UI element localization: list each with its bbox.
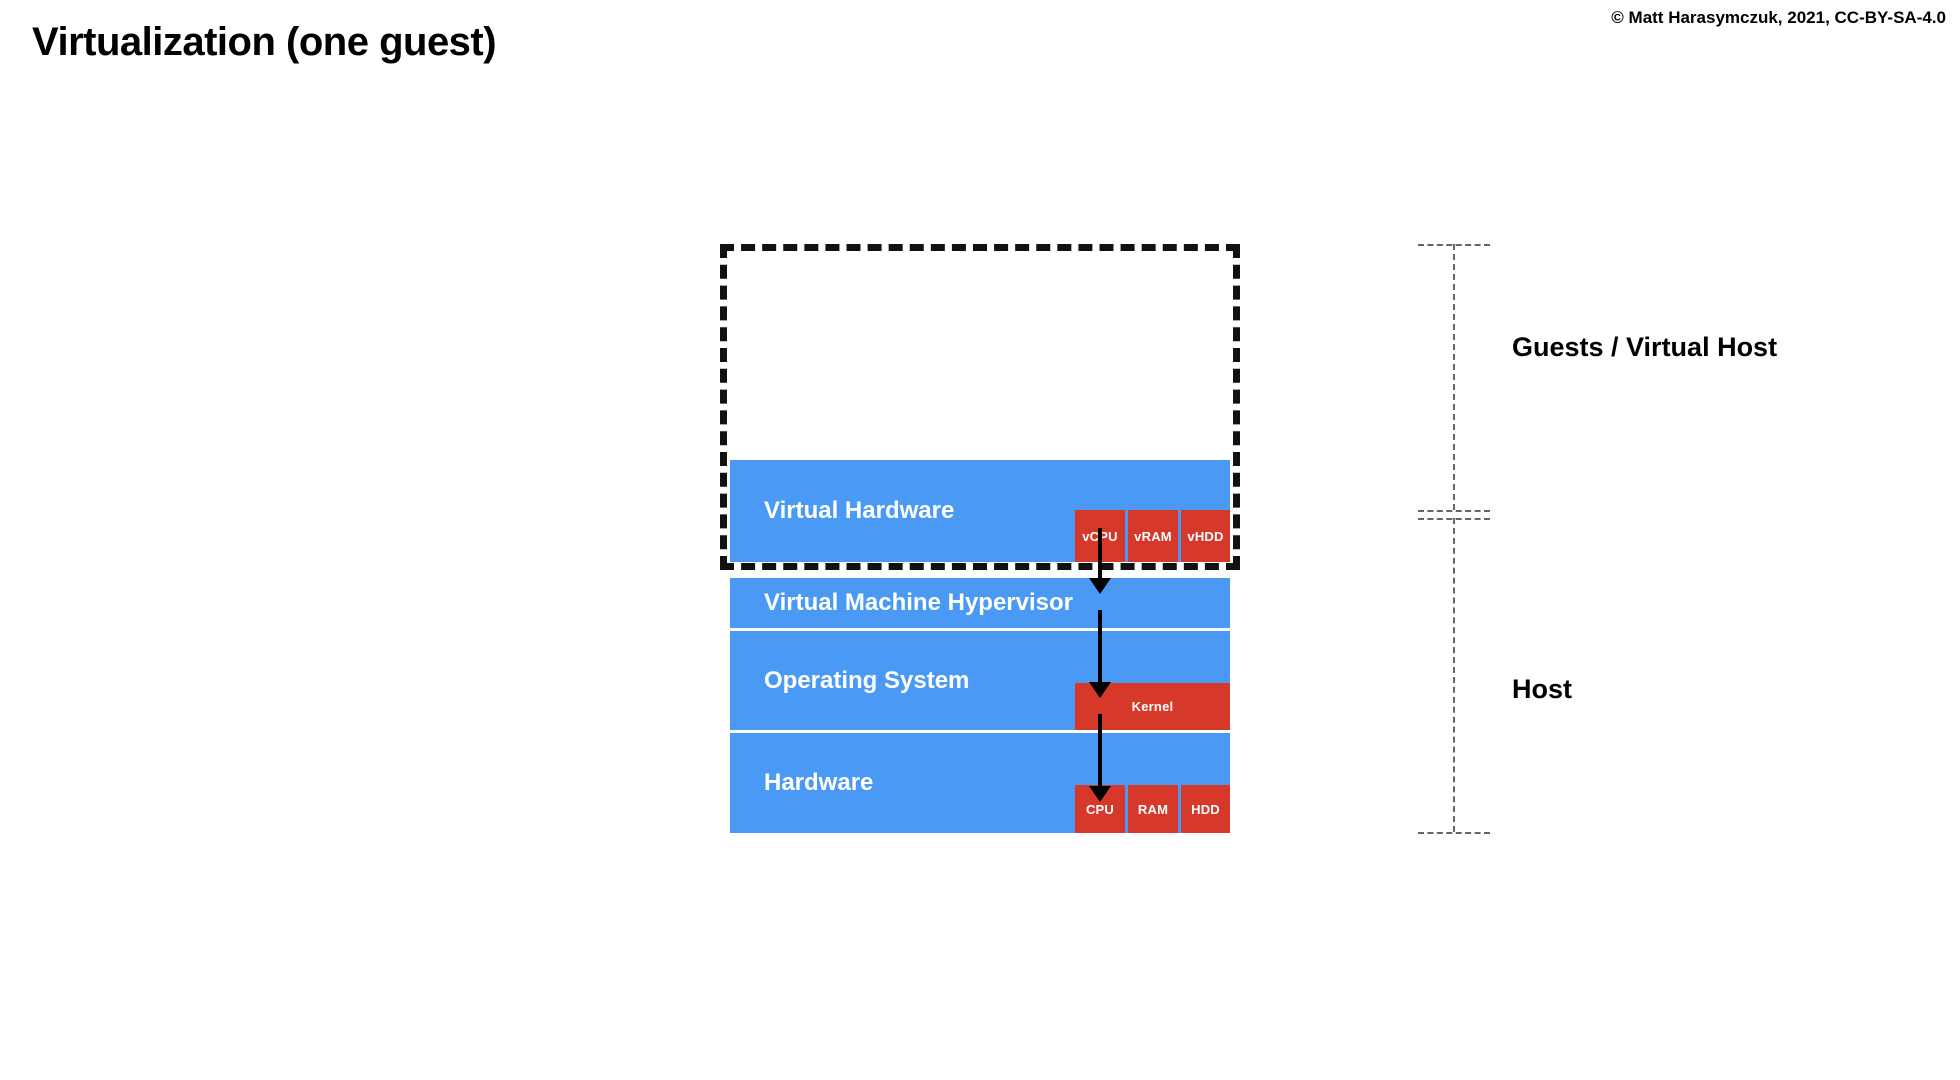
host-bracket-bottom-tick — [1418, 832, 1490, 834]
bracket-label-host: Host — [1512, 674, 1572, 704]
component-vram[interactable]: vRAM — [1128, 510, 1178, 562]
component-ram[interactable]: RAM — [1128, 785, 1178, 833]
guests-bracket-stem — [1453, 244, 1455, 510]
component-cpu-label: CPU — [1085, 801, 1115, 817]
arrow-hypervisor-to-kernel-line — [1098, 610, 1102, 688]
arrow-hypervisor-to-kernel-head — [1089, 682, 1111, 698]
component-vram-label: vRAM — [1134, 528, 1172, 544]
arrow-vcpu-to-hypervisor-line — [1098, 528, 1102, 584]
layer-hardware-label: Hardware — [764, 769, 874, 796]
guests-bracket-bottom-tick — [1418, 510, 1490, 512]
arrow-kernel-to-cpu-line — [1098, 714, 1102, 792]
guest-virtual-machine-boundary — [720, 244, 1240, 570]
layer-operating-system-label: Operating System — [764, 666, 970, 694]
layer-virtual-machine-hypervisor[interactable]: Virtual Machine Hypervisor — [730, 578, 1230, 628]
layer-virtual-hardware-label: Virtual Hardware — [764, 497, 955, 524]
copyright-notice: © Matt Harasymczuk, 2021, CC-BY-SA-4.0 — [1611, 8, 1946, 27]
layer-virtual-machine-hypervisor-label: Virtual Machine Hypervisor — [764, 589, 1073, 616]
component-ram-label: RAM — [1137, 801, 1169, 817]
host-bracket-stem — [1453, 518, 1455, 832]
component-hdd-label: HDD — [1191, 801, 1220, 817]
arrow-kernel-to-cpu-head — [1089, 786, 1111, 802]
component-vhdd-label: vHDD — [1187, 528, 1224, 544]
component-kernel-label: Kernel — [1131, 699, 1174, 714]
component-hdd[interactable]: HDD — [1181, 785, 1230, 833]
arrow-vcpu-to-hypervisor-head — [1089, 578, 1111, 594]
bracket-label-guests-virtual-host: Guests / Virtual Host — [1512, 332, 1778, 362]
page-title: Virtualization (one guest) — [32, 20, 497, 64]
component-vhdd[interactable]: vHDD — [1181, 510, 1230, 562]
